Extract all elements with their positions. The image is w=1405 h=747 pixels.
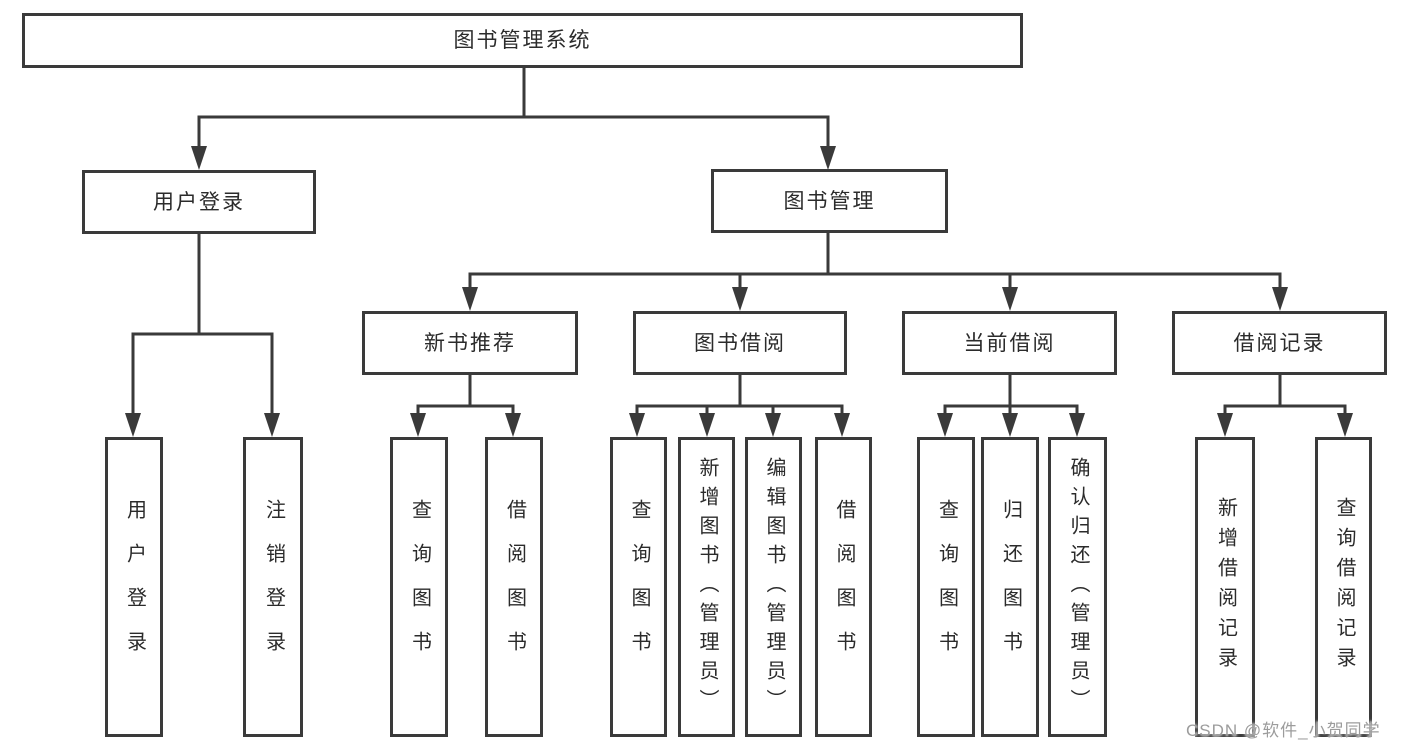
node-user-login: 用户登录 — [82, 170, 316, 234]
leaf-cb-query-book: 查询图书 — [917, 437, 975, 737]
node-new-book-recommend-label: 新书推荐 — [424, 331, 516, 355]
leaf-bb-borrow-book-label: 借阅图书 — [833, 499, 855, 675]
leaf-bb-edit-book: 编辑图书（管理员） — [745, 437, 802, 737]
node-library-system-label: 图书管理系统 — [453, 29, 592, 52]
leaf-br-add-record-label: 新增借阅记录 — [1214, 497, 1237, 677]
tree-edges — [131, 68, 1347, 416]
leaf-nbr-query-book: 查询图书 — [390, 437, 448, 737]
node-book-management: 图书管理 — [711, 169, 948, 233]
leaf-user-login-label: 用户登录 — [123, 499, 146, 675]
node-current-borrow-label: 当前借阅 — [963, 331, 1056, 355]
leaf-cb-return-book-label: 归还图书 — [999, 499, 1022, 675]
leaf-bb-edit-book-label: 编辑图书（管理员） — [763, 456, 785, 718]
leaf-br-query-record: 查询借阅记录 — [1315, 437, 1372, 737]
leaf-br-add-record: 新增借阅记录 — [1195, 437, 1255, 737]
leaf-bb-query-book-label: 查询图书 — [628, 499, 650, 675]
leaf-cb-confirm-return-label: 确认归还（管理员） — [1067, 456, 1089, 718]
node-borrow-record: 借阅记录 — [1172, 311, 1387, 375]
node-book-management-label: 图书管理 — [783, 189, 876, 213]
node-book-borrow-label: 图书借阅 — [694, 331, 786, 355]
leaf-logout: 注销登录 — [243, 437, 303, 737]
node-current-borrow: 当前借阅 — [902, 311, 1117, 375]
leaf-cb-return-book: 归还图书 — [981, 437, 1039, 737]
node-book-borrow: 图书借阅 — [633, 311, 847, 375]
node-user-login-label: 用户登录 — [153, 190, 245, 214]
leaf-nbr-borrow-book-label: 借阅图书 — [503, 499, 526, 675]
leaf-user-login: 用户登录 — [105, 437, 163, 737]
node-new-book-recommend: 新书推荐 — [362, 311, 578, 375]
node-borrow-record-label: 借阅记录 — [1233, 331, 1326, 355]
leaf-bb-borrow-book: 借阅图书 — [815, 437, 872, 737]
arrowheads — [125, 146, 1353, 437]
leaf-nbr-borrow-book: 借阅图书 — [485, 437, 543, 737]
csdn-watermark: CSDN @软件_小贺同学 — [1186, 721, 1381, 740]
leaf-cb-confirm-return: 确认归还（管理员） — [1048, 437, 1107, 737]
leaf-cb-query-book-label: 查询图书 — [935, 499, 958, 675]
leaf-br-query-record-label: 查询借阅记录 — [1333, 497, 1355, 677]
node-library-system: 图书管理系统 — [22, 13, 1023, 68]
leaf-logout-label: 注销登录 — [262, 499, 285, 675]
leaf-bb-add-book-label: 新增图书（管理员） — [696, 456, 718, 718]
leaf-nbr-query-book-label: 查询图书 — [408, 499, 431, 675]
leaf-bb-add-book: 新增图书（管理员） — [678, 437, 735, 737]
leaf-bb-query-book: 查询图书 — [610, 437, 667, 737]
